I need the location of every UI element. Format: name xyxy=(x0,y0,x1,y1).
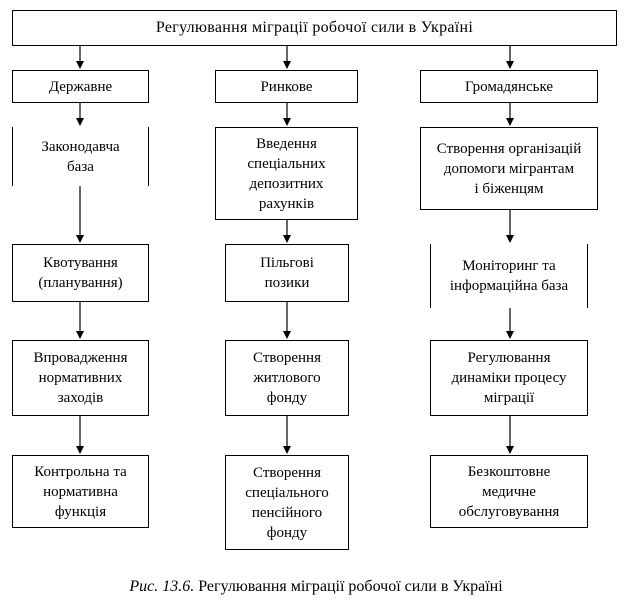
header-hromadianske-label: Громадянське xyxy=(464,78,554,95)
c2-item-1-text: Введення спеціальних депозитних рахунків xyxy=(247,135,326,212)
c3-item-medical: Безкоштовне медичне обслуговування xyxy=(430,455,588,528)
figure-number: Рис. 13.6. xyxy=(129,578,195,595)
c1-item-control: Контрольна та нормативна функція xyxy=(12,455,149,528)
c3-item-dynamics: Регулювання динаміки процесу міграції xyxy=(430,340,588,416)
c3-item-monitoring: Моніторинг та інформаційна база xyxy=(430,244,588,308)
c1-item-4-text: Контрольна та нормативна функція xyxy=(34,463,127,520)
c1-item-1-text: Законодавча база xyxy=(41,138,120,175)
c2-item-2-text: Пільгові позики xyxy=(260,255,314,291)
c1-item-2-text: Квотування (планування) xyxy=(38,255,123,291)
c1-item-quotas: Квотування (планування) xyxy=(12,244,149,302)
c2-item-pension: Створення спеціального пенсійного фонду xyxy=(225,455,349,550)
figure-caption-text: Регулювання міграції робочої сили в Укра… xyxy=(198,578,503,595)
header-rynkove: Ринкове xyxy=(215,70,358,103)
c2-item-3-text: Створення житлового фонду xyxy=(253,350,321,406)
c2-item-loans: Пільгові позики xyxy=(225,244,349,302)
c1-item-implementation: Впровадження нормативних заходів xyxy=(12,340,149,416)
c1-item-legislation: Законодавча база xyxy=(12,127,149,186)
c3-item-organizations: Створення організацій допомоги мігрантам… xyxy=(420,127,598,210)
header-derzhavne: Державне xyxy=(12,70,149,103)
header-hromadianske: Громадянське xyxy=(420,70,598,103)
header-rynkove-label: Ринкове xyxy=(260,78,313,95)
header-derzhavne-label: Державне xyxy=(48,78,113,95)
c3-item-3-text: Регулювання динаміки процесу міграції xyxy=(451,350,567,406)
c2-item-deposits: Введення спеціальних депозитних рахунків xyxy=(215,127,358,220)
c2-item-housing: Створення житлового фонду xyxy=(225,340,349,416)
title-text: Регулювання міграції робочої сили в Укра… xyxy=(155,19,474,36)
c3-item-1-text: Створення організацій допомоги мігрантам… xyxy=(436,140,582,197)
c3-item-2-text: Моніторинг та інформаційна база xyxy=(449,258,569,294)
c3-item-4-text: Безкоштовне медичне обслуговування xyxy=(458,463,560,520)
c1-item-3-text: Впровадження нормативних заходів xyxy=(33,350,128,406)
c2-item-4-text: Створення спеціального пенсійного фонду xyxy=(245,464,329,541)
figure-caption: Рис. 13.6. Регулювання міграції робочої … xyxy=(0,578,632,596)
title-box: Регулювання міграції робочої сили в Укра… xyxy=(12,10,617,46)
